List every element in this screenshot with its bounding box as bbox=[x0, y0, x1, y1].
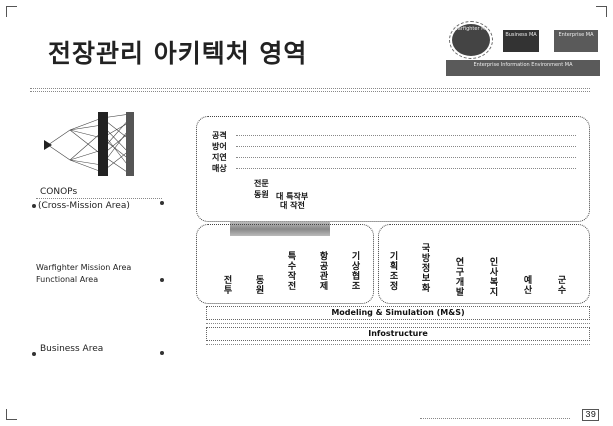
function-label: 국방정보화 bbox=[421, 244, 431, 294]
legend-enterprise-bar: Enterprise Information Environment MA bbox=[446, 60, 600, 76]
legend-enterprise: Enterprise MA bbox=[554, 30, 598, 52]
legend-enterprise-bar-label: Enterprise Information Environment MA bbox=[473, 62, 573, 68]
function-label: 예산 bbox=[523, 276, 533, 296]
legend-enterprise-label: Enterprise MA bbox=[558, 32, 594, 38]
conops-row-line bbox=[236, 135, 576, 136]
corner-top-left bbox=[6, 6, 17, 17]
warfighter-box bbox=[196, 224, 374, 304]
function-label: 군수 bbox=[557, 276, 567, 296]
ms-label: Modeling & Simulation (M&S) bbox=[331, 308, 465, 317]
function-label: 동원 bbox=[255, 276, 265, 296]
corner-bottom-left bbox=[6, 409, 17, 420]
function-label: 기획조정 bbox=[389, 252, 399, 292]
label-conops: CONOPs bbox=[40, 187, 78, 197]
business-box bbox=[378, 224, 590, 304]
sub-items-a: 전문 동원 bbox=[254, 178, 269, 200]
label-warfighter-2: Functional Area bbox=[36, 275, 99, 284]
sub-items-b: 대 특작부 대 작전 bbox=[276, 192, 308, 210]
legend-warfighter: Warfighter MA bbox=[449, 21, 493, 59]
infra-under-line bbox=[206, 344, 590, 345]
bullet-business bbox=[32, 352, 36, 356]
conops-row-line bbox=[236, 168, 576, 169]
bullet-conops bbox=[32, 204, 36, 208]
conops-item: 지연 bbox=[212, 153, 227, 162]
network-graphic bbox=[44, 112, 134, 176]
label-business: Business Area bbox=[40, 344, 104, 354]
corner-top-right bbox=[596, 6, 607, 17]
conops-item: 공격 bbox=[212, 131, 227, 140]
connector-bar bbox=[230, 222, 330, 236]
footer-divider bbox=[420, 418, 570, 419]
function-label: 연구개발 bbox=[455, 258, 465, 298]
infra-bar: Infostructure bbox=[206, 327, 590, 341]
page-number: 39 bbox=[582, 409, 599, 421]
conops-box bbox=[196, 116, 590, 222]
legend-business-label: Business MA bbox=[505, 32, 537, 38]
sub-item-jeonmun: 전문 bbox=[254, 179, 269, 188]
function-label: 기상협조 bbox=[351, 252, 361, 292]
ms-bar: Modeling & Simulation (M&S) bbox=[206, 306, 590, 320]
label-cross-mission: (Cross-Mission Area) bbox=[38, 201, 130, 211]
sub-item-dongwon: 동원 bbox=[254, 190, 269, 199]
function-label: 항공관제 bbox=[319, 252, 329, 292]
bullet-warfighter bbox=[160, 278, 164, 282]
conops-row-line bbox=[236, 146, 576, 147]
conops-item: 매상 bbox=[212, 164, 227, 173]
bullet-conops-right bbox=[160, 201, 164, 205]
function-label: 전투 bbox=[223, 276, 233, 296]
legend-warfighter-label: Warfighter MA bbox=[453, 26, 489, 32]
sub-item-tkjk: 대 특작부 bbox=[276, 192, 309, 201]
conops-item: 방어 bbox=[212, 142, 227, 151]
conops-list: 공격 방어 지연 매상 bbox=[212, 130, 227, 174]
function-label: 특수작전 bbox=[287, 252, 297, 292]
function-label: 인사복지 bbox=[489, 258, 499, 298]
bullet-business-right bbox=[160, 351, 164, 355]
conops-connector bbox=[36, 198, 162, 199]
sub-item-dj: 대 작전 bbox=[280, 201, 305, 210]
label-warfighter-1: Warfighter Mission Area bbox=[36, 263, 132, 272]
header-divider-2 bbox=[30, 91, 590, 92]
header-divider bbox=[30, 88, 590, 89]
ms-under-line bbox=[206, 323, 590, 324]
infra-label: Infostructure bbox=[368, 329, 428, 338]
page-title: 전장관리 아키텍처 영역 bbox=[48, 39, 308, 68]
legend-business: Business MA bbox=[503, 30, 539, 52]
conops-row-line bbox=[236, 157, 576, 158]
